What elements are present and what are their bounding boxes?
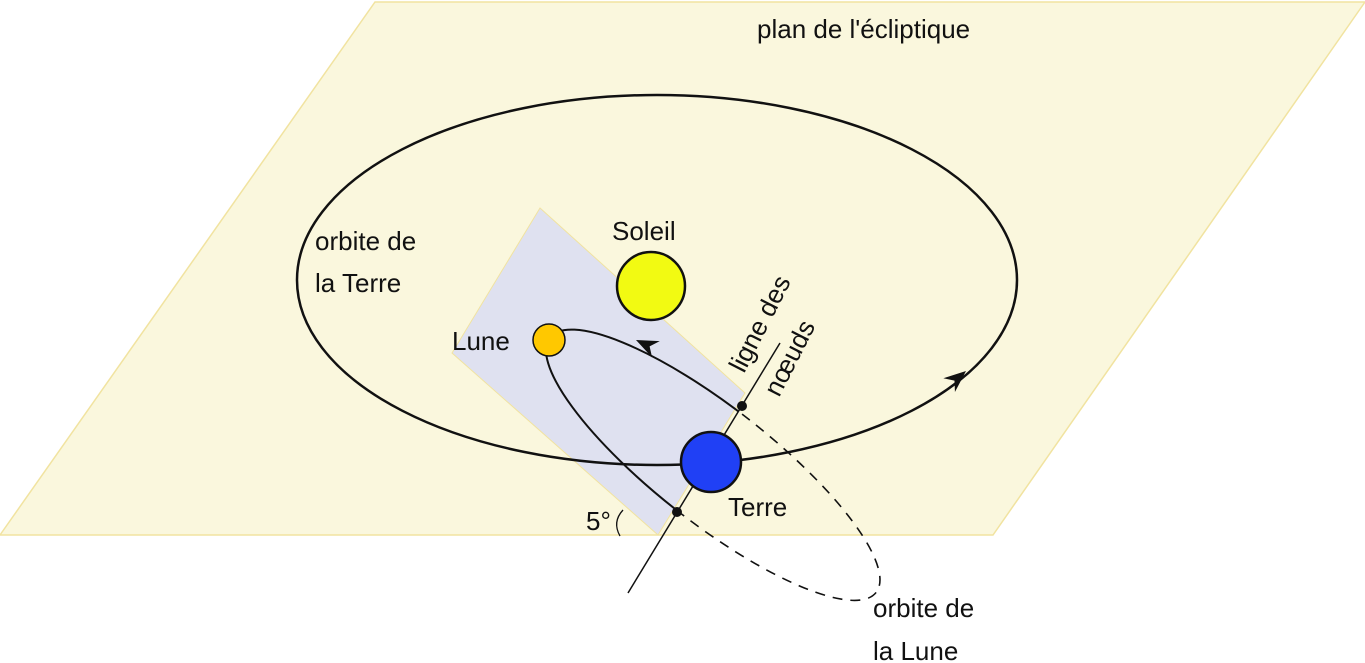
earth-orbit-label-1: orbite de xyxy=(315,226,416,256)
moon-orbit-label-1: orbite de xyxy=(873,593,974,623)
descending-node xyxy=(672,507,682,517)
earth-orbit-arrow xyxy=(943,371,966,393)
ecliptic-label: plan de l'écliptique xyxy=(757,14,970,44)
moon-orbit-label-2: la Lune xyxy=(873,636,958,663)
moon-label: Lune xyxy=(452,326,510,356)
earth xyxy=(679,430,743,494)
earth-orbit-label-2: la Terre xyxy=(315,268,401,298)
ascending-node xyxy=(737,401,747,411)
sun-label: Soleil xyxy=(612,216,676,246)
moon-orbit-arrow xyxy=(636,340,660,358)
sun xyxy=(615,250,687,322)
earth-label: Terre xyxy=(728,492,787,522)
angle-arc xyxy=(616,509,624,537)
angle-label: 5° xyxy=(586,506,611,536)
moon-orbit-plane xyxy=(451,207,746,536)
earth-orbit xyxy=(295,93,1019,467)
moon xyxy=(532,323,566,357)
ecliptic-plane xyxy=(0,1,1365,536)
